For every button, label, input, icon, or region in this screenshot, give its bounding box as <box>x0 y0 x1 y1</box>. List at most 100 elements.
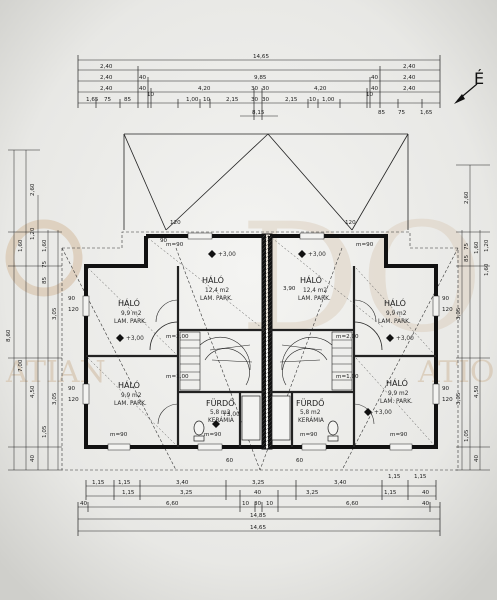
dim-label: 4,50 <box>474 385 480 398</box>
dim-label: 10 <box>366 92 374 98</box>
dim-label: 9,85 <box>254 75 267 81</box>
dim-label: 10 <box>242 501 250 507</box>
opening-label: m=1,00 <box>336 374 359 380</box>
north-arrow: É <box>454 69 484 104</box>
dim-label: 1,60 <box>18 239 24 252</box>
room-area: 5,8 m2 <box>210 410 231 416</box>
room-name: HÁLÓ <box>118 297 140 308</box>
dim-label: 3,40 <box>334 480 347 486</box>
dim-label: 6,60 <box>346 501 359 507</box>
dim-label: 2,40 <box>403 86 416 92</box>
dim-label: 1,05 <box>464 429 470 442</box>
roof-outline <box>123 133 409 231</box>
dim-label: 30 <box>262 97 270 103</box>
room-area: 9,9 m2 <box>121 393 142 399</box>
dim-label: 14,65 <box>250 525 266 531</box>
dim-label: 85 <box>378 110 386 116</box>
room-floor: KERÁMIA <box>208 417 234 424</box>
level-marker: +3,00 <box>298 250 326 258</box>
opening-label: 60 <box>226 458 234 464</box>
opening-label: 120 <box>170 220 181 226</box>
opening-label: m=90 <box>110 432 128 438</box>
opening-label: m=90 <box>204 432 222 438</box>
dim-label: 30 <box>262 86 270 92</box>
dim-label: 85 <box>464 254 470 262</box>
room-area: 12,4 m2 <box>205 288 229 294</box>
opening-label: m=90 <box>356 242 374 248</box>
dim-label: 85 <box>42 276 48 284</box>
svg-text:+3,00: +3,00 <box>126 336 144 342</box>
opening-labels: 90 120 120 m=90 m=90 90 120 90 120 90 12… <box>68 220 453 464</box>
dim-label: 3,25 <box>252 480 265 486</box>
dim-label: 14,85 <box>250 513 266 519</box>
opening-label: 60 <box>296 458 304 464</box>
opening-label: m=90 <box>166 242 184 248</box>
dim-label: 2,60 <box>464 191 470 204</box>
bottom-dimension-labels: 1,15 1,15 3,40 3,25 3,40 1,15 1,15 1,15 … <box>80 474 430 531</box>
dim-label: 10 <box>309 97 317 103</box>
dim-label: 40 <box>474 454 480 462</box>
dim-label: 1,20 <box>30 227 36 240</box>
dim-label: 1,60 <box>484 263 490 276</box>
room-name: HÁLÓ <box>386 377 408 388</box>
level-marker: +3,00 <box>116 334 144 342</box>
dim-label: 1,60 <box>42 239 48 252</box>
dim-label: 1,15 <box>384 490 397 496</box>
dim-label: 75 <box>104 97 112 103</box>
dim-label: 1,20 <box>484 239 490 252</box>
dim-label: 40 <box>422 501 430 507</box>
dim-label: 2,40 <box>100 75 113 81</box>
svg-text:+3,00: +3,00 <box>396 336 414 342</box>
dim-label: 1,65 <box>86 97 99 103</box>
interior-walls <box>86 266 436 447</box>
room-floor: LAM. PARK. <box>114 319 147 325</box>
dim-label: 75 <box>398 110 406 116</box>
room-name: HÁLÓ <box>384 297 406 308</box>
room-labels: HÁLÓ 12,4 m2 LAM. PARK. HÁLÓ 12,4 m2 LAM… <box>114 274 413 424</box>
dim-label: 4,20 <box>198 86 211 92</box>
dim-label: 3,05 <box>52 307 58 320</box>
dim-label: 2,15 <box>226 97 239 103</box>
room-name: FÜRDŐ <box>296 398 324 408</box>
opening-label: 90 <box>68 296 76 302</box>
opening-label: m=1,00 <box>166 374 189 380</box>
dim-label: 40 <box>422 490 430 496</box>
room-floor: LAM. PARK. <box>200 296 233 302</box>
stairs-left <box>149 321 253 391</box>
top-dimension-labels: 14,65 2,40 2,40 2,40 40 9,85 40 2,40 2,4… <box>86 54 433 116</box>
level-marker: +3,00 <box>212 412 240 428</box>
dim-label: 1,65 <box>420 110 433 116</box>
opening-label: m=90 <box>300 432 318 438</box>
right-dimension-labels: 2,60 1,60 75 85 3,05 3,05 4,50 1,05 40 1… <box>456 191 490 462</box>
dim-label: 1,15 <box>118 480 131 486</box>
svg-text:+3,00: +3,00 <box>222 412 240 418</box>
party-wall <box>261 233 273 450</box>
dim-label: 8,15 <box>252 110 265 116</box>
room-area: 9,9 m2 <box>386 311 407 317</box>
opening-label: 120 <box>68 397 79 403</box>
room-name: HÁLÓ <box>118 379 140 390</box>
room-floor: LAM. PARK. <box>378 319 411 325</box>
bottom-dimensions <box>77 480 441 536</box>
windows <box>82 232 440 451</box>
room-area: 9,9 m2 <box>121 311 142 317</box>
opening-label: m=2,00 <box>336 334 359 340</box>
dim-label: 4,50 <box>30 385 36 398</box>
level-marker: +3,00 <box>208 250 236 258</box>
dim-label: 30 <box>251 86 259 92</box>
dim-label: 85 <box>124 97 132 103</box>
dim-label: 40 <box>254 490 262 496</box>
dim-label: 10 <box>203 97 211 103</box>
opening-label: 90 <box>160 238 168 244</box>
dim-label: 40 <box>371 86 379 92</box>
room-floor: LAM. PARK. <box>380 399 413 405</box>
level-marker: +3,00 <box>364 408 392 416</box>
dim-label: 3,40 <box>176 480 189 486</box>
room-name: HÁLÓ <box>300 274 322 285</box>
dim-label: 2,15 <box>285 97 298 103</box>
dim-label: 75 <box>42 260 48 268</box>
dim-label: 2,60 <box>30 183 36 196</box>
stairs-right <box>279 321 383 391</box>
dim-label: 30 <box>254 501 262 507</box>
opening-label: 120 <box>442 307 453 313</box>
